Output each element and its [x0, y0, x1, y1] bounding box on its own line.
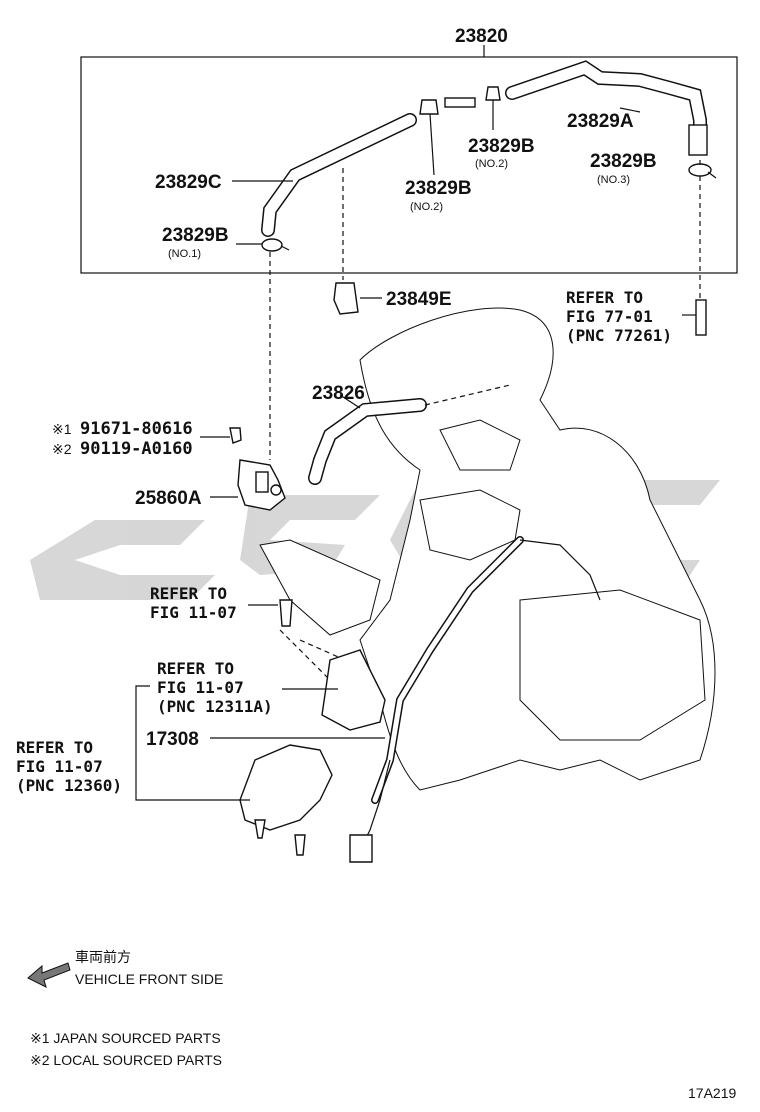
- clip-no2-top: [485, 86, 501, 101]
- connector-pipe: [444, 97, 476, 108]
- clamp-23849e: [333, 282, 359, 315]
- clip-no2-mid: [419, 99, 439, 115]
- ref11b-line1: REFER TO: [157, 659, 234, 678]
- bolt1-number: 91671-80616: [80, 419, 193, 439]
- ref77-line3: (PNC 77261): [566, 326, 672, 345]
- label-valve: 25860A: [135, 488, 202, 509]
- label-clip-no2-mid: 23829B: [405, 178, 472, 199]
- ref11c-line3: (PNC 12360): [16, 776, 122, 795]
- ref11a-line1: REFER TO: [150, 584, 227, 603]
- figure-id: 17A219: [688, 1085, 736, 1101]
- front-en-label: VEHICLE FRONT SIDE: [75, 971, 223, 987]
- bolt-icon: [229, 427, 242, 444]
- ref11c-line2: FIG 11-07: [16, 757, 103, 776]
- pipe-ref-77: [695, 299, 707, 336]
- bolt-fig11: [279, 599, 293, 627]
- assembly-frame: [80, 56, 738, 274]
- harness-connector: [349, 834, 373, 863]
- label-clip-no3: 23829B: [590, 151, 657, 172]
- ref11b-line2: FIG 11-07: [157, 678, 244, 697]
- vsv-valve: [237, 459, 286, 511]
- ref77-line1: REFER TO: [566, 288, 643, 307]
- hose-end-a: [688, 124, 708, 156]
- label-hose-c: 23829C: [155, 172, 222, 193]
- ref11a-line2: FIG 11-07: [150, 603, 237, 622]
- ref11c-line1: REFER TO: [16, 738, 93, 757]
- note-local: ※2 LOCAL SOURCED PARTS: [30, 1052, 222, 1068]
- note-japan: ※1 JAPAN SOURCED PARTS: [30, 1030, 221, 1046]
- label-clip-no2-top-sub: (NO.2): [475, 158, 508, 170]
- label-clamp: 23849E: [386, 289, 452, 310]
- label-assy: 23820: [455, 26, 508, 47]
- vehicle-front-arrow-icon: [27, 962, 71, 988]
- clip-no3: [688, 163, 712, 177]
- bolt2-number: 90119-A0160: [80, 439, 193, 459]
- ref77-line2: FIG 77-01: [566, 307, 653, 326]
- clip-no1: [261, 238, 283, 252]
- label-hose-26: 23826: [312, 383, 365, 404]
- label-clip-no1-sub: (NO.1): [168, 248, 201, 260]
- engine-outline: [259, 307, 716, 791]
- label-clip-no3-sub: (NO.3): [597, 174, 630, 186]
- engine-mount: [239, 744, 333, 831]
- bolt2-mark: ※2: [52, 441, 72, 457]
- front-jp-label: 車両前方: [75, 949, 131, 965]
- label-clip-no2-top: 23829B: [468, 136, 535, 157]
- label-engine-mount: 17308: [146, 729, 199, 750]
- label-clip-no1: 23829B: [162, 225, 229, 246]
- label-hose-a: 23829A: [567, 111, 634, 132]
- bolt1-mark: ※1: [52, 421, 72, 437]
- ref11b-line3: (PNC 12311A): [157, 697, 273, 716]
- mount-bracket: [321, 649, 386, 731]
- label-clip-no2-mid-sub: (NO.2): [410, 201, 443, 213]
